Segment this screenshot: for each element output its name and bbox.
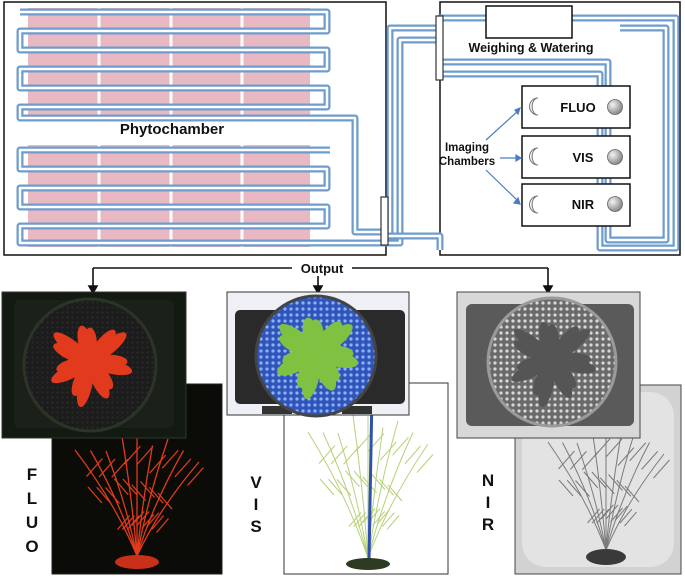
- fluo-images: [1, 291, 223, 575]
- imaging-chambers-label-2: Chambers: [439, 156, 495, 168]
- chamber-label-vis: VIS: [573, 150, 594, 165]
- fluo-rosette: [51, 325, 133, 408]
- phytochamber-label: Phytochamber: [120, 121, 224, 138]
- nir-side-text: N I R: [482, 471, 494, 534]
- fluo-side-plant: [74, 433, 204, 557]
- imaging-chamber-vis: VIS: [521, 135, 631, 179]
- imaging-chamber-nir: NIR: [521, 183, 631, 227]
- output-label: Output: [301, 261, 344, 276]
- vis-images: [226, 291, 449, 575]
- imaging-chamber-fluo: FLUO: [521, 85, 631, 129]
- nir-letter-i: I: [486, 493, 491, 512]
- imaging-chambers-arrows: [485, 106, 523, 205]
- vis-letter-s: S: [250, 517, 261, 536]
- lamp-icon: [607, 149, 623, 165]
- nir-images: [456, 291, 682, 575]
- fluo-letter-l: L: [27, 489, 37, 508]
- fluo-letter-o: O: [25, 537, 38, 556]
- conveyor-transfer: [351, 14, 680, 252]
- lamp-icon: [607, 196, 623, 212]
- vis-rosette: [277, 317, 359, 400]
- nir-side-plant: [547, 425, 670, 551]
- conveyor-serpentine-top: [16, 8, 359, 200]
- camera-lens-icon: [529, 147, 539, 166]
- nir-letter-n: N: [482, 471, 494, 490]
- fluo-letter-f: F: [27, 465, 37, 484]
- vis-letter-i: I: [254, 495, 259, 514]
- door-gate-upper: [435, 15, 444, 81]
- door-gate-lower: [380, 196, 389, 246]
- weighing-label: Weighing & Watering: [469, 41, 594, 55]
- vis-side-text: V I S: [250, 473, 262, 536]
- lamp-icon: [607, 99, 623, 115]
- chamber-label-fluo: FLUO: [560, 100, 595, 115]
- weighing-station-box: [485, 5, 573, 39]
- output-bracket: [87, 267, 554, 295]
- vis-letter-v: V: [250, 473, 262, 492]
- chamber-label-nir: NIR: [572, 197, 595, 212]
- support-stake: [367, 391, 374, 561]
- fluo-letter-u: U: [26, 513, 38, 532]
- imaging-chambers-label-1: Imaging: [445, 142, 489, 154]
- growth-beds: [28, 8, 310, 247]
- nir-letter-r: R: [482, 515, 494, 534]
- nir-rosette: [511, 322, 596, 407]
- camera-lens-icon: [529, 195, 539, 214]
- fluo-side-text: F L U O: [25, 465, 38, 556]
- camera-lens-icon: [529, 97, 539, 116]
- conveyor-serpentine-bottom: [16, 146, 386, 247]
